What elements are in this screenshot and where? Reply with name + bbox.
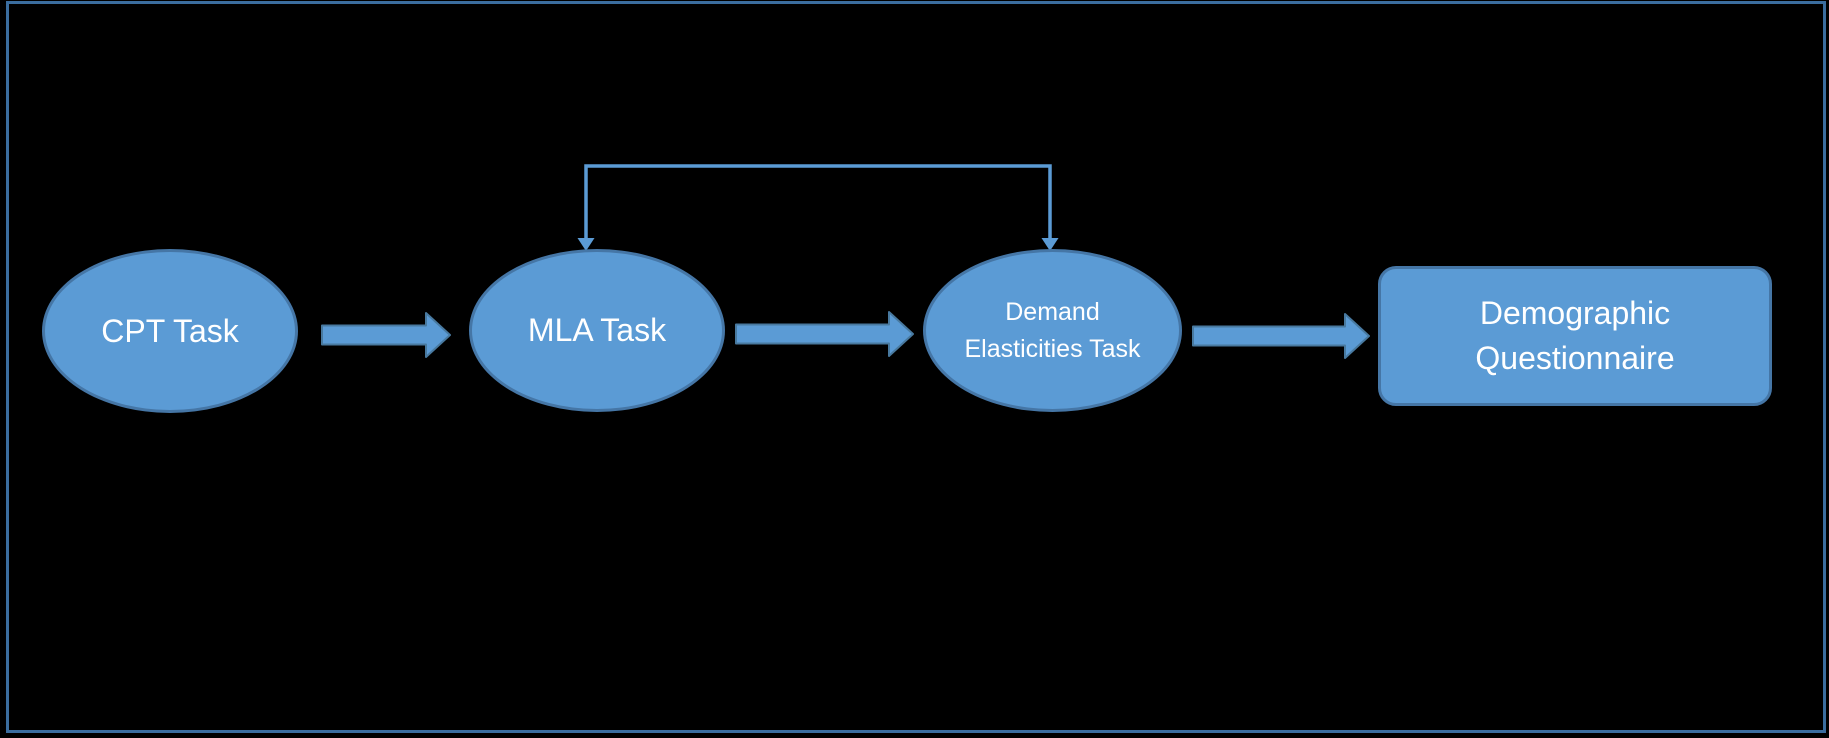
block-arrow-cpt-to-mla xyxy=(321,312,451,358)
node-demographic-questionnaire-label: Demographic Questionnaire xyxy=(1475,295,1675,376)
feedback-arrowhead-into-mla xyxy=(577,238,595,251)
node-demand-elasticities-task-label: Demand Elasticities Task xyxy=(964,298,1141,363)
node-mla-task-label: MLA Task xyxy=(527,312,667,348)
node-demographic-questionnaire: Demographic Questionnaire xyxy=(1378,266,1772,406)
node-demand-elasticities-task: Demand Elasticities Task xyxy=(923,249,1182,412)
feedback-elbow-line xyxy=(584,164,1052,240)
block-arrow-mla-to-demand xyxy=(735,311,914,357)
block-arrow-demand-to-demographic xyxy=(1192,313,1370,359)
node-cpt-task-label: CPT Task xyxy=(101,312,239,349)
feedback-arrowhead-into-demand xyxy=(1041,238,1059,251)
node-cpt-task: CPT Task xyxy=(42,249,298,413)
node-mla-task: MLA Task xyxy=(469,249,725,412)
